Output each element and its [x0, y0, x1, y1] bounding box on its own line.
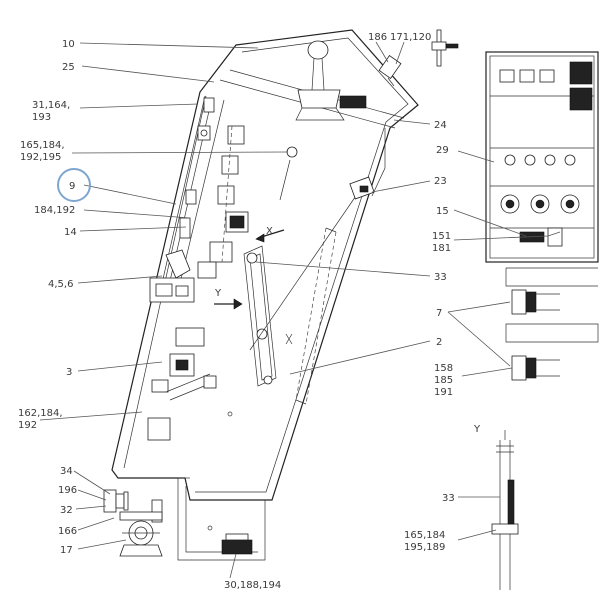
label-162-192: 192 [18, 420, 37, 431]
label-165: 165,184, [20, 140, 65, 151]
left-rail [149, 95, 225, 303]
label-184-192: 184,192 [34, 205, 75, 216]
label-166: 166 [58, 526, 77, 537]
guide-rail [249, 176, 375, 405]
highlight-circle [57, 168, 91, 202]
control-panel-29 [485, 51, 599, 287]
label-30: 30,188,194 [224, 580, 281, 591]
label-15: 15 [436, 206, 449, 217]
detail-view-y [491, 430, 519, 590]
label-191: 191 [434, 387, 453, 398]
label-3: 3 [66, 367, 72, 378]
joystick [295, 40, 367, 121]
label-192-195: 192,195 [20, 152, 61, 163]
label-195-189: 195,189 [404, 542, 445, 553]
label-31: 31,164, [32, 100, 70, 111]
label-2: 2 [436, 337, 442, 348]
label-151: 151 [432, 231, 451, 242]
bolt-171 [431, 29, 459, 67]
label-25: 25 [62, 62, 75, 73]
label-4-5-6: 4,5,6 [48, 279, 73, 290]
lever-slot [243, 245, 277, 387]
panel-switches [147, 125, 298, 441]
pivot-assembly [103, 489, 253, 557]
label-7: 7 [436, 308, 442, 319]
label-171: 171,120 [390, 32, 431, 43]
label-23: 23 [434, 176, 447, 187]
connectors-7 [505, 289, 599, 381]
callout-labels: 10 25 31,164, 193 165,184, 192,195 9 184… [18, 32, 481, 591]
label-158: 158 [434, 363, 453, 374]
label-186: 186 [368, 32, 387, 43]
leader-lines [39, 41, 561, 579]
label-193: 193 [32, 112, 51, 123]
label-9: 9 [69, 181, 75, 192]
label-165-184: 165,184 [404, 530, 445, 541]
label-32: 32 [60, 505, 73, 516]
label-detail-y: Y [473, 424, 481, 435]
label-33: 33 [434, 272, 447, 283]
label-185: 185 [434, 375, 453, 386]
mark-y: Y [214, 288, 222, 299]
label-10: 10 [62, 39, 75, 50]
label-14: 14 [64, 227, 77, 238]
direction-arrows: X Y [214, 226, 285, 310]
connector-186 [378, 55, 402, 87]
label-24: 24 [434, 120, 447, 131]
label-33-detail: 33 [442, 493, 455, 504]
label-17: 17 [60, 545, 73, 556]
label-196: 196 [58, 485, 77, 496]
label-34: 34 [60, 466, 73, 477]
mark-x: X [266, 226, 273, 237]
label-162: 162,184, [18, 408, 63, 419]
label-29: 29 [436, 145, 449, 156]
label-181: 181 [432, 243, 451, 254]
